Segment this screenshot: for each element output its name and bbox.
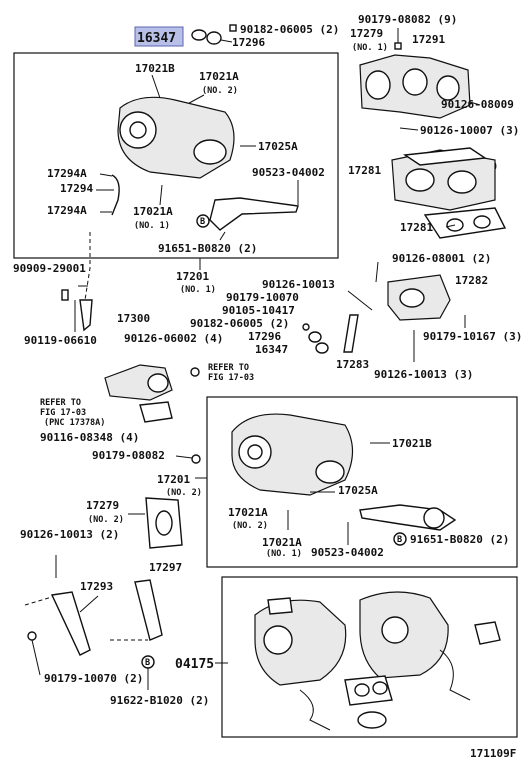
label-17021A-bot-no1[interactable]: 17021A: [262, 536, 302, 549]
label-90182-06005-mid[interactable]: 90182-06005 (2): [190, 317, 289, 330]
label-90126-10013-mid[interactable]: 90126-10013: [262, 278, 335, 291]
label-17293[interactable]: 17293: [80, 580, 113, 593]
dashed-lead-17293: [24, 596, 53, 606]
label-refer-1b: FIG 17-03: [208, 373, 254, 383]
label-refer-2c: (PNC 17378A): [44, 418, 105, 428]
label-17279-no2[interactable]: 17279: [86, 499, 119, 512]
label-17297[interactable]: 17297: [149, 561, 182, 574]
label-90126-10013-2[interactable]: 90126-10013 (2): [20, 528, 119, 541]
label-90126-10007[interactable]: 90126-10007 (3): [420, 124, 519, 137]
label-04175[interactable]: 04175: [175, 657, 214, 672]
label-17281-b[interactable]: 17281: [400, 221, 433, 234]
bracket-17297-shape: [134, 579, 163, 641]
nut-shape: [229, 24, 237, 32]
label-90179-10070-bot[interactable]: 90179-10070 (2): [44, 672, 143, 685]
label-17279-no2-sub: (NO. 2): [88, 515, 124, 525]
label-90523-04002-top[interactable]: 90523-04002: [252, 166, 325, 179]
label-17282[interactable]: 17282: [455, 274, 488, 287]
label-16347-mid[interactable]: 16347: [255, 343, 288, 356]
label-17296-top[interactable]: 17296: [232, 36, 265, 49]
label-17291[interactable]: 17291: [412, 33, 445, 46]
label-17021B-top[interactable]: 17021B: [135, 62, 175, 75]
label-90119-06610[interactable]: 90119-06610: [24, 334, 97, 347]
hose-dashed-line: [84, 232, 91, 301]
ref-b-label-1: B: [200, 217, 205, 227]
label-91651-B0820-bot[interactable]: 91651-B0820 (2): [410, 533, 509, 546]
bracket-shape: [79, 299, 93, 332]
label-17201-no1[interactable]: 17201: [176, 270, 209, 283]
label-17025A-bot[interactable]: 17025A: [338, 484, 378, 497]
label-17294A-b[interactable]: 17294A: [47, 204, 87, 217]
label-16347-top[interactable]: 16347: [137, 31, 176, 46]
label-17021A-bot-no2[interactable]: 17021A: [228, 506, 268, 519]
actuator-upper-shape: [209, 197, 299, 231]
lower-turbo-group-box: [206, 396, 518, 568]
label-90179-10070-mid[interactable]: 90179-10070: [226, 291, 299, 304]
label-17021A-no1[interactable]: 17021A: [133, 205, 173, 218]
label-17021A-bot-no2-sub: (NO. 2): [232, 521, 268, 531]
label-90179-08082[interactable]: 90179-08082: [92, 449, 165, 462]
label-90126-08001[interactable]: 90126-08001 (2): [392, 252, 491, 265]
ref-b-marker-2: [393, 532, 407, 546]
label-90523-04002-bot[interactable]: 90523-04002: [311, 546, 384, 559]
label-91651-B0820-top[interactable]: 91651-B0820 (2): [158, 242, 257, 255]
label-17201-no2-sub: (NO. 2): [166, 488, 202, 498]
gasket-17296-shape: [206, 31, 222, 45]
label-90126-08009[interactable]: 90126-08009: [441, 98, 514, 111]
label-90126-06002[interactable]: 90126-06002 (4): [124, 332, 223, 345]
figure-id: 171109F: [470, 747, 516, 760]
kit-04175-group-box: [221, 576, 518, 738]
label-91622-B1020[interactable]: 91622-B1020 (2): [110, 694, 209, 707]
label-17201-no1-sub: (NO. 1): [180, 285, 216, 295]
gasket-16347-shape: [191, 29, 207, 41]
part-16347-highlight: [134, 26, 184, 47]
label-refer-2b: FIG 17-03: [40, 408, 86, 418]
gasket-pipe-shape: [139, 401, 173, 423]
label-17021B-bot[interactable]: 17021B: [392, 437, 432, 450]
label-17294A-a[interactable]: 17294A: [47, 167, 87, 180]
gasket-17281-upper: [403, 147, 487, 166]
label-17281-a[interactable]: 17281: [348, 164, 381, 177]
manifold-17280-shape: [391, 149, 496, 211]
label-90116-08348[interactable]: 90116-08348 (4): [40, 431, 139, 444]
ref-b-marker-1: [196, 214, 210, 228]
label-17021A-no1-sub: (NO. 1): [134, 221, 170, 231]
pipe-17294-shape: [111, 174, 120, 216]
label-17021A-bot-no1-sub: (NO. 1): [266, 549, 302, 559]
label-17300[interactable]: 17300: [117, 312, 150, 325]
label-17021A-no2-sub: (NO. 2): [202, 86, 238, 96]
pipe-17283-shape: [343, 314, 359, 353]
label-17279-no1-sub: (NO. 1): [352, 43, 388, 53]
label-90179-08082-9[interactable]: 90179-08082 (9): [358, 13, 457, 26]
label-17279-no1[interactable]: 17279: [350, 27, 383, 40]
label-17201-no2[interactable]: 17201: [157, 473, 190, 486]
gasket-17281-lower: [423, 207, 507, 239]
label-90105-10417[interactable]: 90105-10417: [222, 304, 295, 317]
label-90126-10013-3[interactable]: 90126-10013 (3): [374, 368, 473, 381]
label-refer-2a: REFER TO: [40, 398, 81, 408]
bracket-17293-shape: [50, 591, 91, 656]
label-17296-mid[interactable]: 17296: [248, 330, 281, 343]
label-17025A-top[interactable]: 17025A: [258, 140, 298, 153]
label-17283[interactable]: 17283: [336, 358, 369, 371]
upper-turbo-group-box: [13, 52, 339, 259]
label-17294[interactable]: 17294: [60, 182, 93, 195]
label-90179-10167[interactable]: 90179-10167 (3): [423, 330, 522, 343]
label-refer-1a: REFER TO: [208, 363, 249, 373]
label-90909-29001[interactable]: 90909-29001: [13, 262, 86, 275]
label-17021A-no2[interactable]: 17021A: [199, 70, 239, 83]
label-90182-06005-top[interactable]: 90182-06005 (2): [240, 23, 339, 36]
ref-b-label-2: B: [397, 535, 402, 545]
ref-b-label-3: B: [145, 658, 150, 668]
